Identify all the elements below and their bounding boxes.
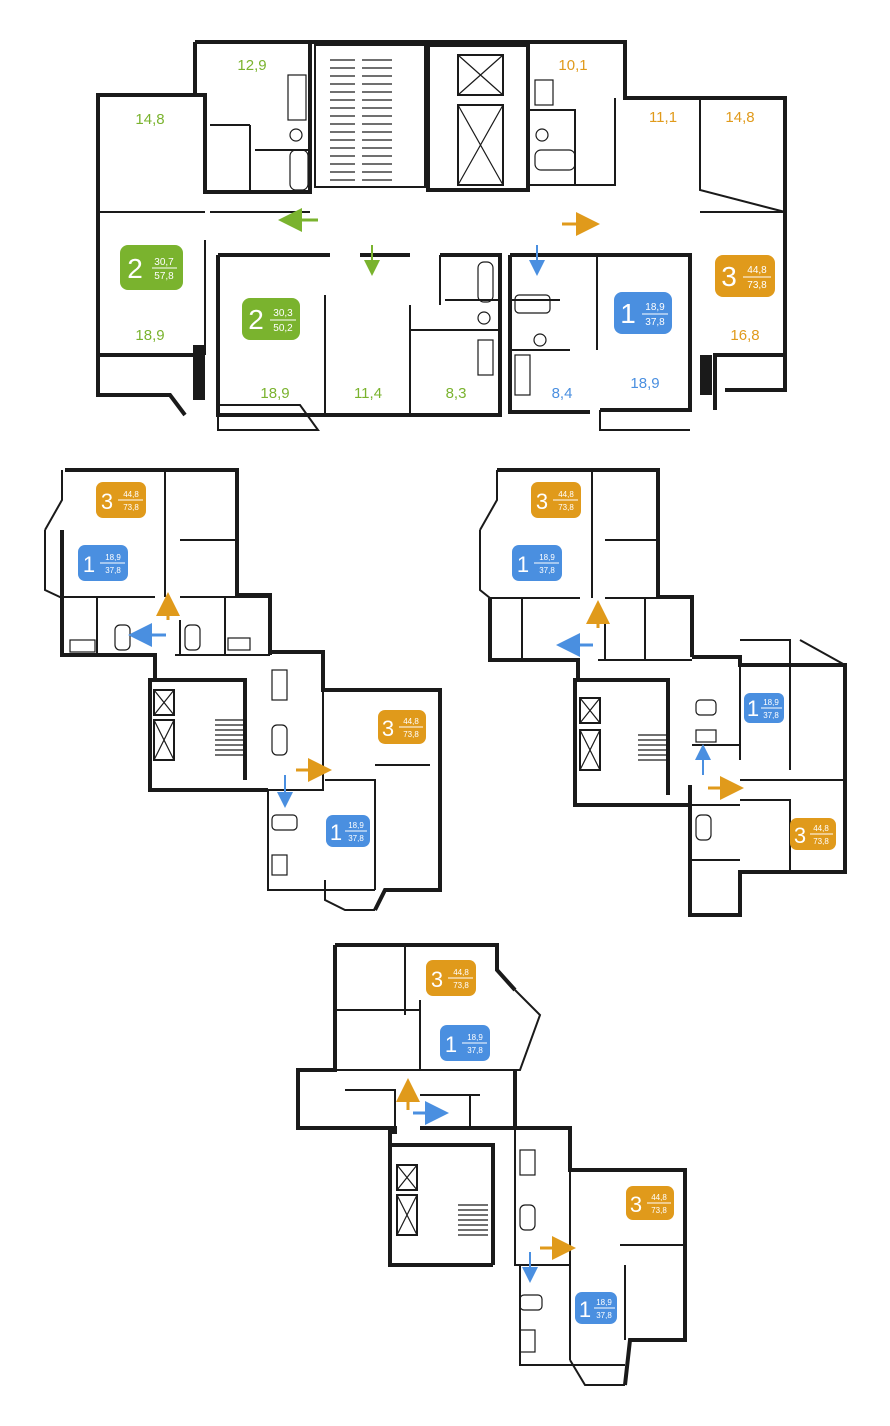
svg-text:1: 1: [579, 1297, 591, 1322]
svg-text:44,8: 44,8: [403, 717, 419, 726]
room-area-label: 14,8: [725, 109, 754, 126]
svg-text:3: 3: [536, 489, 548, 514]
svg-text:73,8: 73,8: [813, 837, 829, 846]
svg-text:44,8: 44,8: [747, 265, 767, 276]
apartment-badge: 3 44,8 73,8: [790, 818, 836, 850]
apartment-badge: 2 30,7 57,8: [120, 245, 183, 290]
room-area-label: 8,4: [552, 385, 573, 402]
svg-text:3: 3: [794, 823, 806, 848]
svg-text:1: 1: [445, 1032, 457, 1057]
svg-text:18,9: 18,9: [467, 1033, 483, 1042]
svg-text:50,2: 50,2: [273, 323, 293, 334]
svg-text:18,9: 18,9: [348, 821, 364, 830]
svg-text:37,8: 37,8: [348, 834, 364, 843]
apartment-badge: 3 44,8 73,8: [426, 960, 476, 996]
svg-text:18,9: 18,9: [105, 553, 121, 562]
room-area-label: 8,3: [446, 385, 467, 402]
svg-text:44,8: 44,8: [651, 1193, 667, 1202]
plan-left: 3 44,8 73,8 1 18,9 37,8 3 44,8 73,8 1 18…: [44, 468, 442, 911]
svg-text:44,8: 44,8: [813, 824, 829, 833]
svg-text:30,7: 30,7: [154, 257, 174, 268]
svg-text:18,9: 18,9: [763, 698, 779, 707]
svg-text:3: 3: [101, 489, 113, 514]
svg-text:73,8: 73,8: [403, 730, 419, 739]
room-area-label: 14,8: [135, 111, 164, 128]
svg-text:73,8: 73,8: [558, 503, 574, 512]
apartment-badge: 1 18,9 37,8: [326, 815, 370, 847]
room-area-label: 18,9: [135, 327, 164, 344]
svg-text:73,8: 73,8: [453, 981, 469, 990]
apartment-badge: 1 18,9 37,8: [440, 1025, 490, 1061]
apartment-badge: 1 18,9 37,8: [78, 545, 128, 581]
apartment-badge: 1 18,9 37,8: [744, 693, 784, 723]
apartment-badge: 3 44,8 73,8: [531, 482, 581, 518]
svg-text:37,8: 37,8: [105, 566, 121, 575]
svg-text:57,8: 57,8: [154, 271, 174, 282]
svg-text:3: 3: [630, 1192, 642, 1217]
plan-right: 3 44,8 73,8 1 18,9 37,8 1 18,9 37,8 3 44…: [479, 468, 847, 917]
room-area-label: 11,1: [649, 109, 677, 126]
svg-text:2: 2: [127, 253, 143, 284]
svg-text:73,8: 73,8: [123, 503, 139, 512]
svg-text:1: 1: [620, 298, 636, 329]
svg-text:2: 2: [248, 304, 264, 335]
apartment-badge: 3 44,8 73,8: [715, 255, 775, 297]
svg-text:37,8: 37,8: [645, 317, 665, 328]
room-area-label: 12,9: [237, 57, 266, 74]
svg-text:3: 3: [721, 261, 737, 292]
svg-text:18,9: 18,9: [596, 1298, 612, 1307]
svg-text:1: 1: [83, 552, 95, 577]
svg-text:37,8: 37,8: [596, 1311, 612, 1320]
svg-text:18,9: 18,9: [645, 302, 665, 313]
svg-text:73,8: 73,8: [651, 1206, 667, 1215]
svg-text:37,8: 37,8: [539, 566, 555, 575]
svg-text:30,3: 30,3: [273, 308, 293, 319]
apartment-badge: 3 44,8 73,8: [378, 710, 426, 744]
svg-text:1: 1: [747, 696, 759, 721]
room-area-label: 18,9: [630, 375, 659, 392]
svg-text:37,8: 37,8: [467, 1046, 483, 1055]
apartment-badge: 3 44,8 73,8: [96, 482, 146, 518]
svg-text:1: 1: [330, 820, 342, 845]
stairs-icon: [330, 59, 392, 181]
apartment-badge: 2 30,3 50,2: [242, 298, 300, 340]
svg-text:3: 3: [431, 967, 443, 992]
apartment-badge: 1 18,9 37,8: [575, 1292, 617, 1324]
svg-text:1: 1: [517, 552, 529, 577]
plan-bottom: 3 44,8 73,8 1 18,9 37,8 3 44,8 73,8 1 18…: [296, 943, 687, 1386]
svg-text:44,8: 44,8: [558, 490, 574, 499]
room-area-label: 10,1: [558, 57, 587, 74]
svg-text:44,8: 44,8: [453, 968, 469, 977]
svg-text:73,8: 73,8: [747, 280, 767, 291]
apartment-badge: 1 18,9 37,8: [512, 545, 562, 581]
svg-text:37,8: 37,8: [763, 711, 779, 720]
plan-main: 12,9 14,8 18,9 18,9 11,4 8,3 10,1 11,1 1…: [96, 40, 787, 431]
room-area-label: 18,9: [260, 385, 289, 402]
apartment-badge: 3 44,8 73,8: [626, 1186, 674, 1220]
apartment-badge: 1 18,9 37,8: [614, 292, 672, 334]
room-area-label: 16,8: [730, 327, 759, 344]
svg-text:3: 3: [382, 716, 394, 741]
room-area-label: 11,4: [354, 385, 382, 402]
svg-text:44,8: 44,8: [123, 490, 139, 499]
svg-text:18,9: 18,9: [539, 553, 555, 562]
